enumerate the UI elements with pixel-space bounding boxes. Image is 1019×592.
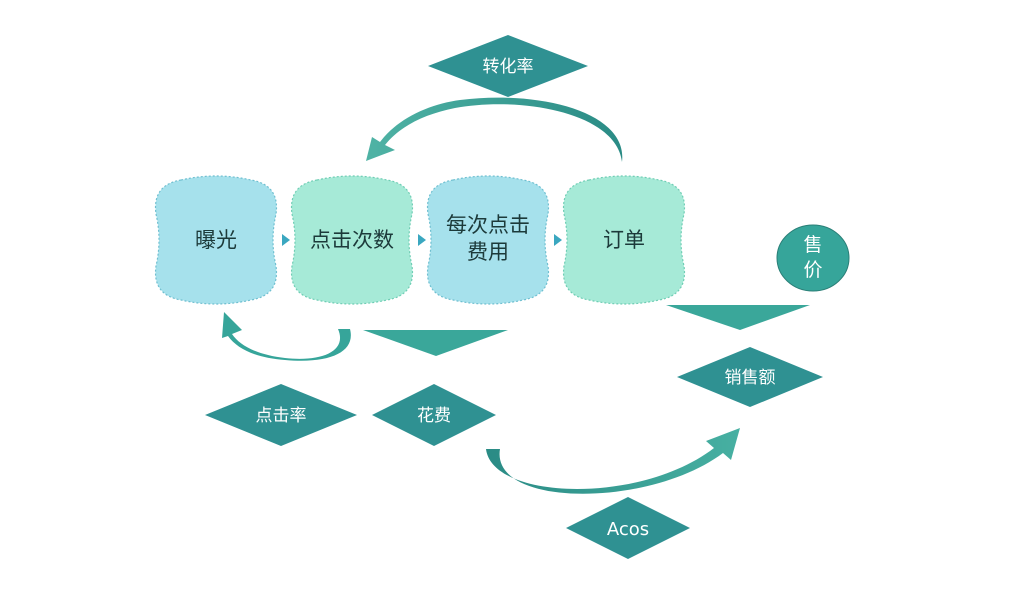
flow-arrow-1 — [282, 234, 290, 246]
conversion-rate-diamond: 转化率 — [428, 35, 588, 97]
clicks-label: 点击次数 — [310, 228, 394, 252]
spend-chevron — [363, 330, 508, 356]
click-rate-label: 点击率 — [256, 406, 307, 426]
flow-arrow-3 — [554, 234, 562, 246]
clicks-node: 点击次数 — [290, 175, 414, 305]
acos-label: Acos — [607, 519, 649, 540]
sales-chevron — [666, 305, 810, 330]
cpc-label-line2: 费用 — [467, 240, 509, 264]
sales-diamond: 销售额 — [677, 347, 823, 407]
price-label-line1: 售 — [803, 234, 822, 256]
flow-arrow-2 — [418, 234, 426, 246]
exposure-node: 曝光 — [154, 175, 278, 305]
click-rate-curve-arrow — [222, 312, 351, 361]
click-rate-diamond: 点击率 — [205, 384, 357, 446]
acos-diamond: Acos — [566, 497, 690, 559]
conversion-rate-label: 转化率 — [483, 57, 534, 77]
conversion-curve-arrow — [366, 97, 623, 162]
spend-label: 花费 — [417, 406, 451, 426]
exposure-label: 曝光 — [195, 228, 237, 252]
orders-label: 订单 — [603, 228, 645, 252]
spend-diamond: 花费 — [372, 384, 496, 446]
orders-node: 订单 — [562, 175, 686, 305]
acos-curve-arrow — [486, 428, 740, 494]
cpc-node: 每次点击 费用 — [426, 175, 550, 305]
cpc-label-line1: 每次点击 — [446, 213, 530, 237]
price-label-line2: 价 — [803, 259, 822, 281]
sales-label: 销售额 — [725, 368, 776, 388]
price-circle: 售 价 — [776, 224, 850, 292]
